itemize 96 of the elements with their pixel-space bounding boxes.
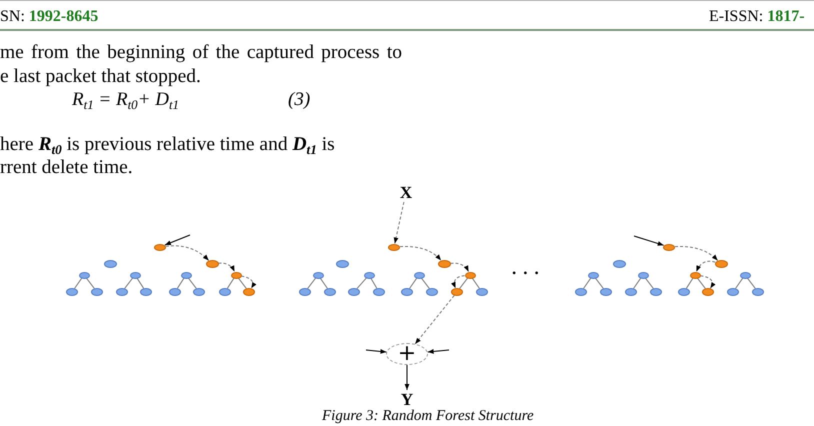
tree-node (116, 288, 128, 296)
highlighted-tree-node (702, 288, 714, 296)
arrow (164, 234, 190, 246)
branch-line (74, 278, 82, 289)
highlighted-tree-node (388, 244, 400, 250)
branch-line (136, 278, 144, 289)
output-label: Y (399, 390, 415, 409)
tree-node (180, 272, 192, 278)
branch-line (696, 278, 706, 289)
dashed-arrow (165, 245, 210, 261)
highlighted-tree-node (451, 288, 463, 296)
highlighted-tree-node (154, 244, 166, 250)
tree-node (104, 260, 116, 268)
tree-node (91, 288, 103, 296)
highlighted-tree-node (230, 272, 242, 278)
dashed-arrow (218, 262, 235, 272)
branch-line (370, 278, 378, 289)
tree-node (638, 272, 648, 278)
dashed-arrow (394, 202, 404, 244)
tree-node (169, 288, 181, 296)
tree-node (612, 260, 626, 268)
highlighted-tree-node (690, 272, 700, 278)
branch-line (226, 278, 234, 289)
tree-node (727, 288, 739, 296)
branch-line (124, 278, 134, 289)
paragraph-text: here R$_{t0}$ is previous relative time and D$_{t1}$ is rrent delete time. (0, 133, 336, 179)
equation-number: (3) (288, 89, 310, 111)
branch-line (459, 278, 468, 289)
tree-node (740, 272, 750, 278)
dashed-arrow (414, 295, 455, 344)
branch-line (735, 278, 744, 289)
highlighted-tree-node (438, 260, 450, 268)
branch-line (644, 278, 654, 289)
highlighted-tree-node (243, 288, 255, 296)
branch-line (472, 278, 480, 289)
highlighted-tree-node (464, 272, 476, 278)
tree-node (78, 272, 90, 278)
branch-line (320, 278, 328, 289)
tree-node (650, 288, 662, 296)
dashed-arrow (674, 246, 718, 261)
tree-node (66, 288, 78, 296)
branch-line (583, 278, 592, 289)
tree-node (336, 260, 348, 268)
issn-text: SN: 1992-8645 (0, 8, 98, 26)
paragraph-text: me from the beginning of the captured process to e last packet that stopped. (0, 41, 402, 89)
equation-text: R$_{t1}$ = R$_{t0}$+ D$_{t1}$ (72, 89, 179, 111)
highlighted-tree-node (206, 260, 218, 268)
dashed-arrow (451, 275, 466, 289)
dashed-arrow (700, 275, 716, 289)
dashed-arrow (240, 276, 256, 289)
tree-node (130, 272, 140, 278)
dashed-arrow (450, 262, 469, 272)
tree-node (312, 272, 324, 278)
branch-line (686, 278, 694, 289)
tree-node (299, 288, 311, 296)
tree-node (600, 288, 612, 296)
tree-node (219, 288, 231, 296)
arrow (366, 349, 387, 354)
tree-node (401, 288, 413, 296)
operator-text: + (398, 344, 416, 364)
issn-text: E-ISSN: 1817- (709, 8, 805, 26)
input-label: X (398, 183, 414, 202)
branch-line (409, 278, 418, 289)
tree-node (752, 288, 764, 296)
arrow (634, 236, 664, 246)
branch-line (356, 278, 367, 290)
tree-node (678, 288, 690, 296)
branch-line (307, 278, 316, 289)
branch-line (594, 278, 604, 289)
figure-caption: Figure 3: Random Forest Structure (322, 408, 534, 426)
tree-node (476, 288, 488, 296)
arrow (404, 364, 410, 390)
tree-node (588, 272, 598, 278)
branch-line (176, 278, 184, 289)
branch-line (633, 278, 642, 289)
tree-node (324, 288, 336, 296)
branch-line (238, 278, 247, 289)
branch-line (188, 278, 197, 289)
tree-node (426, 288, 438, 296)
tree-node (348, 288, 360, 296)
branch-line (86, 278, 95, 289)
highlighted-tree-node (714, 260, 728, 268)
tree-node (575, 288, 587, 296)
tree-node (140, 288, 152, 296)
tree-node (373, 288, 385, 296)
tree-node (414, 272, 424, 278)
ellipsis-text: ... (512, 259, 546, 279)
arrow (427, 349, 450, 354)
branch-line (420, 278, 430, 289)
dashed-arrow (400, 246, 442, 261)
tree-node (364, 272, 374, 278)
branch-line (746, 278, 756, 289)
dashed-arrow (696, 260, 716, 272)
highlighted-tree-node (663, 244, 675, 250)
tree-node (625, 288, 637, 296)
tree-node (193, 288, 205, 296)
